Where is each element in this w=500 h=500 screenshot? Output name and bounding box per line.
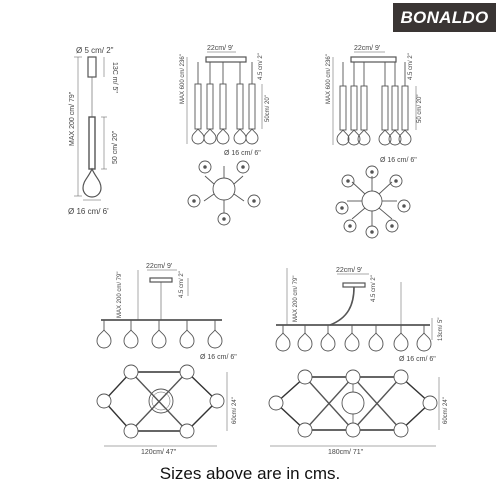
single-pendant-rose-label: Ø 5 cm/ 2" (76, 46, 114, 55)
linear-120-pendants (96, 320, 223, 349)
cluster-8-globe-label: Ø 16 cm/ 6" (380, 157, 417, 164)
linear-180-width-label: 180cm/ 71" (328, 449, 364, 456)
linear-120-width-label: 120cm/ 47" (141, 449, 177, 456)
cluster-6-canopy-height-label: 4.5 cm/ 2" (258, 53, 264, 80)
cluster-8-pendants (336, 62, 412, 146)
linear-180-top-globes (268, 369, 438, 438)
cluster-8-canopy (350, 56, 397, 63)
cluster-6-body-label: 50cm/ 20" (265, 95, 271, 122)
single-pendant-body (88, 116, 96, 170)
cluster-6-canopy-label: 22cm/ 9' (207, 45, 233, 52)
linear-180-canopy-label: 22cm/ 9' (336, 267, 362, 274)
linear-120-canopy-height-label: 4.5 cm/ 2" (179, 271, 185, 298)
cluster-6-max-label: MAX 600 cm/ 236" (180, 54, 186, 104)
linear-180-pendants (275, 325, 432, 352)
linear-180-depth-label: 60cm/ 24" (443, 397, 449, 424)
linear-180-cable (329, 286, 355, 326)
cluster-6-top-view (187, 160, 261, 226)
linear-180-max-label: MAX 200 cm/ 79" (293, 276, 299, 322)
linear-120-drawing: 22cm/ 9' MAX 200 cm/ 79" 4.5 cm/ 2" Ø 16… (96, 263, 238, 456)
brand-logo: BONALDO (393, 3, 496, 32)
cluster-6-pendants (191, 62, 259, 145)
cluster-8-body-label: 50 cm/ 20" (417, 95, 423, 123)
linear-180-drawing: 22cm/ 9' MAX (268, 267, 449, 456)
single-pendant-drawing: Ø 5 cm/ 2" 13C m/ 5" MAX 200 cm/ 79" 50 … (68, 46, 119, 216)
cluster-8-canopy-height-label: 4.5 cm/ 2" (408, 53, 414, 80)
linear-180-drop-label: 13cm/ 5" (438, 318, 444, 341)
linear-180-top-view (274, 376, 432, 431)
cluster-8-top-view (335, 165, 411, 239)
single-pendant-globe-label: Ø 16 cm/ 6' (68, 207, 109, 216)
linear-120-top-globes (96, 364, 225, 439)
linear-180-globe-label: Ø 16 cm/ 6" (399, 356, 436, 363)
linear-120-depth-label: 60cm/ 24" (232, 397, 238, 424)
linear-120-globe-label: Ø 16 cm/ 6" (200, 354, 237, 361)
cluster-6-canopy (205, 56, 247, 63)
cluster-6-drawing: 22cm/ 9' MAX 600 cm/ 236" 4.5 cm/ 2" 50c… (180, 45, 271, 226)
linear-120-canopy (149, 277, 173, 283)
single-pendant-rose-height-label: 13C m/ 5" (111, 62, 118, 93)
single-pendant-body-label: 50 cm/ 20" (112, 130, 119, 164)
brand-logo-text: BONALDO (400, 7, 489, 27)
single-pendant-rose (87, 56, 97, 78)
sizes-caption: Sizes above are in cms. (159, 464, 341, 483)
cluster-8-drawing: 22cm/ 9' MAX 600 cm/ 236" 4.5 cm/ 2" 50 (326, 45, 423, 239)
single-pendant-globe (82, 167, 102, 198)
linear-180-canopy (342, 282, 366, 288)
linear-120-top-view (103, 371, 218, 432)
single-pendant-max-label: MAX 200 cm/ 79" (69, 91, 76, 146)
linear-180-canopy-height-label: 4.5 cm/ 2" (371, 275, 377, 302)
cluster-8-max-label: MAX 600 cm/ 236" (326, 54, 332, 104)
linear-120-max-label: MAX 200 cm/ 79" (117, 272, 123, 318)
cluster-8-canopy-label: 22cm/ 9' (354, 45, 380, 52)
linear-120-canopy-label: 22cm/ 9' (146, 263, 172, 270)
cluster-6-globe-label: Ø 16 cm/ 6" (224, 150, 261, 157)
